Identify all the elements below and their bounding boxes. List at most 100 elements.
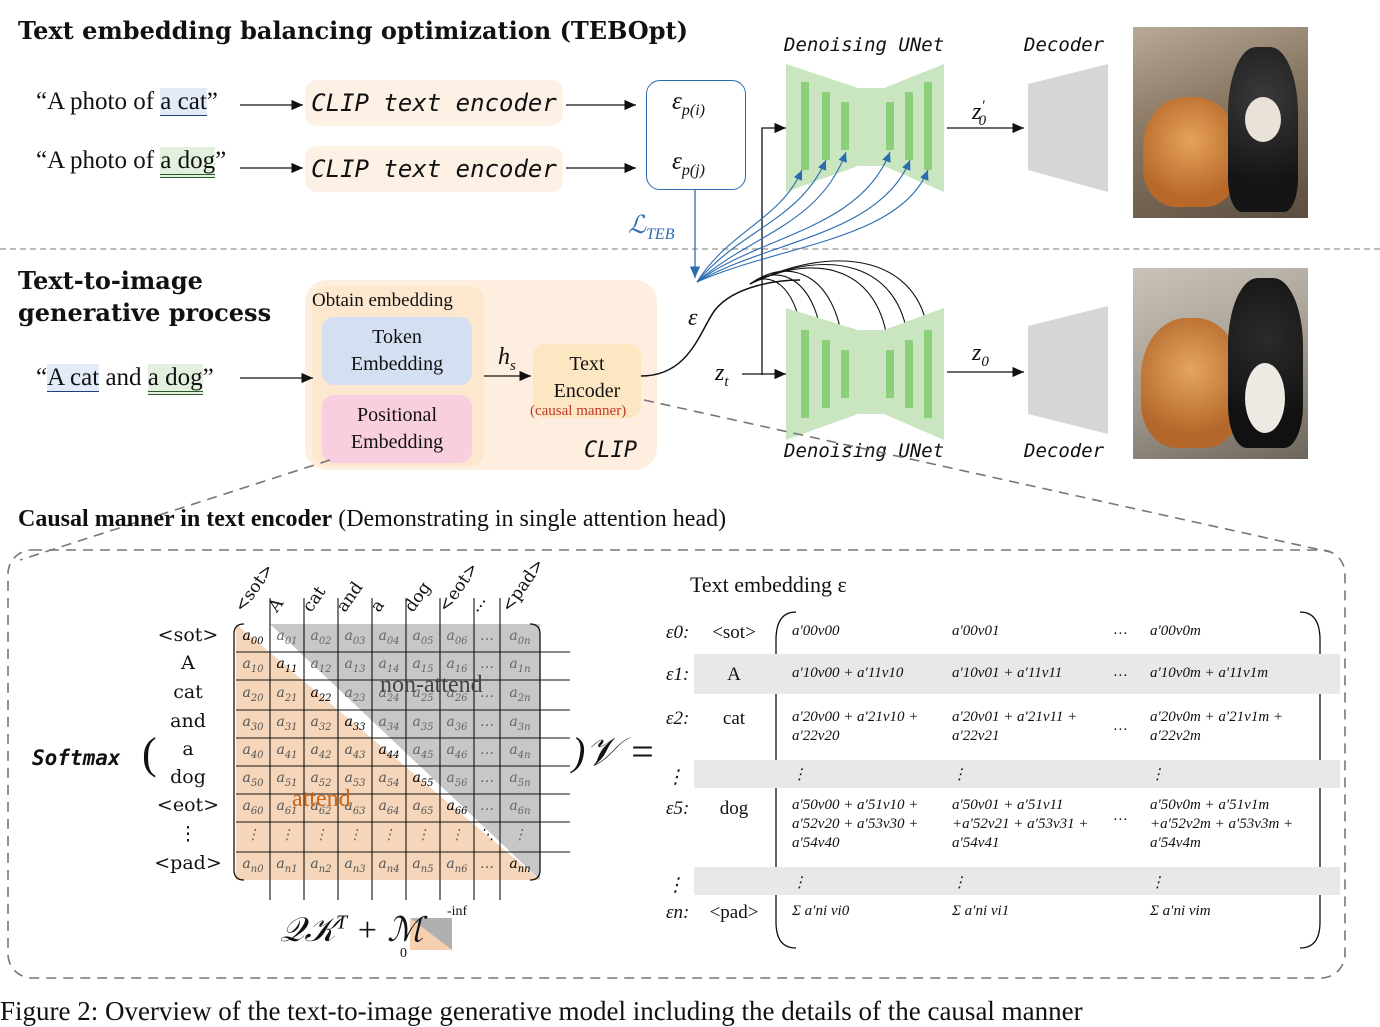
- matrix-cell: a12: [310, 656, 332, 675]
- embedding-row-label: ⋮: [666, 875, 685, 896]
- embedding-row-label: ε5:: [666, 798, 690, 819]
- matrix-cell: …: [480, 685, 494, 701]
- embedding-cell-m: ⋮: [1150, 875, 1165, 891]
- matrix-cell: a1n: [509, 656, 531, 675]
- embedding-row-label: ε2:: [666, 708, 690, 729]
- latent-prime: ′: [981, 98, 985, 114]
- embedding-cell-dots: …: [1114, 808, 1128, 824]
- matrix-cell: a6n: [509, 798, 531, 817]
- qkt-formula: 𝒬𝒦T + ℳ: [280, 910, 423, 950]
- embedding-row-label: ε1:: [666, 664, 690, 685]
- matrix-cell: ⋱: [480, 827, 494, 843]
- prompt-close-quote: ”: [202, 364, 214, 391]
- text-encoder-box: Text Encoder: [533, 344, 641, 418]
- matrix-cell: a62: [310, 798, 332, 817]
- decoder-label-bottom: Decoder: [1024, 440, 1105, 462]
- matrix-cell: a13: [344, 656, 366, 675]
- embedding-cell-1: a′20v01 + a′21v11 + a′22v21: [952, 709, 1078, 744]
- embedding-cell-m: ⋮: [1150, 767, 1165, 783]
- matrix-cell: a32: [310, 714, 332, 733]
- t2i-title-line1: Text-to-image: [18, 266, 203, 295]
- matrix-cell: a60: [242, 798, 264, 817]
- matrix-cell: a11: [276, 656, 298, 675]
- band-row-dots-1: [694, 760, 1340, 788]
- embedding-cell-1: a′50v01 + a′51v11 +a′52v21 + a′53v31 + a…: [952, 797, 1089, 851]
- embedding-cell-dots: …: [1114, 664, 1128, 680]
- epsilon-label: ε: [688, 305, 698, 331]
- latent-z-top: z: [972, 99, 982, 125]
- hs-symbol: h: [498, 344, 510, 370]
- matrix-cell: a44: [378, 742, 400, 761]
- clip-label: CLIP: [584, 438, 637, 463]
- embedding-cell-1: a′00v01: [952, 623, 1000, 639]
- row-label: <sot>: [157, 624, 219, 646]
- qkt-sup: T: [336, 911, 348, 934]
- unet-top-shape: [786, 64, 944, 192]
- prompt-dog-suffix: ”: [215, 147, 227, 174]
- row-label: a: [182, 738, 194, 760]
- matrix-cell: ⋮: [246, 827, 260, 843]
- matrix-cell: a45: [412, 742, 434, 761]
- attend-triangle: [236, 624, 540, 880]
- embedding-cell-0: a′00v00: [792, 623, 840, 639]
- matrix-cell: a61: [276, 798, 298, 817]
- embedding-cell-1: Σ a′ni vi1: [952, 903, 1010, 919]
- qkt-symbol: 𝒬𝒦: [280, 912, 336, 949]
- row-label: <pad>: [154, 852, 222, 874]
- hs-sub: s: [510, 357, 516, 374]
- blue-conditioning-arrows: [696, 151, 929, 283]
- prompt-cat-prefix: “A photo of: [36, 88, 161, 115]
- zoom-line-left: [19, 459, 331, 561]
- embedding-row-label: εn:: [666, 902, 690, 923]
- matrix-bracket-left: [233, 623, 245, 881]
- prompt-cat-and-dog: “A cat and a dog”: [36, 364, 214, 395]
- attend-label: attend: [292, 786, 351, 812]
- token-a-dog: a dog: [160, 147, 216, 178]
- token-embedding-l2: Embedding: [350, 353, 444, 375]
- causal-container: [7, 549, 1346, 979]
- matrix-cell: an0: [242, 856, 264, 875]
- matrix-cell: a26: [446, 685, 468, 704]
- unet-top-bars: [801, 82, 932, 170]
- latent-z0-prime: z′0: [972, 98, 986, 130]
- band-row-dots-2: [694, 867, 1340, 895]
- prompt-dog-prefix: “A photo of: [36, 147, 161, 174]
- embedding-row-token: cat: [722, 708, 746, 729]
- matrix-cell: a66: [446, 798, 468, 817]
- matrix-cell: a36: [446, 714, 468, 733]
- matrix-cell: a34: [378, 714, 400, 733]
- prompt-cat-suffix: ”: [206, 88, 218, 115]
- positional-embedding-l1: Positional: [356, 404, 437, 426]
- curve-textenc-epsilon: [640, 279, 801, 377]
- row-label: A: [181, 652, 195, 674]
- hidden-state-hs: hs: [498, 344, 516, 375]
- matrix-cell: a23: [344, 685, 366, 704]
- prompt-and: and: [99, 364, 148, 391]
- embedding-cell-0: a′20v00 + a′21v10 + a′22v20: [792, 709, 919, 744]
- matrix-cell: ann: [509, 856, 531, 875]
- matrix-cell: …: [480, 856, 494, 872]
- embedding-j: εp(j): [672, 148, 705, 180]
- matrix-cell: a24: [378, 685, 400, 704]
- unet-bottom-shape: [786, 308, 944, 440]
- row-label: <eot>: [156, 794, 220, 816]
- matrix-cell: a5n: [509, 770, 531, 789]
- embedding-row-token: A: [727, 664, 741, 685]
- embedding-cell-m: a′00v0m: [1150, 623, 1201, 639]
- matrix-cell: a21: [276, 685, 298, 704]
- matrix-cell: an1: [276, 856, 298, 875]
- softmax-open-paren: (: [142, 729, 157, 778]
- mask-inf-label: -inf: [447, 904, 468, 919]
- matrix-cell: …: [480, 656, 494, 672]
- mask-zero-label: 0: [400, 946, 407, 961]
- matrix-cell: a63: [344, 798, 366, 817]
- causal-manner-note: (causal manner): [530, 403, 627, 419]
- causal-title: Causal manner in text encoder (Demonstra…: [18, 506, 726, 533]
- matrix-cell: a52: [310, 770, 332, 789]
- z0-sub: 0: [981, 353, 989, 370]
- latent-sub-top: 0: [978, 112, 987, 129]
- matrix-cell: a0n: [509, 628, 531, 647]
- matrix-cell: a41: [276, 742, 298, 761]
- band-row-1: [694, 654, 1340, 694]
- embedding-row-token: dog: [719, 798, 749, 819]
